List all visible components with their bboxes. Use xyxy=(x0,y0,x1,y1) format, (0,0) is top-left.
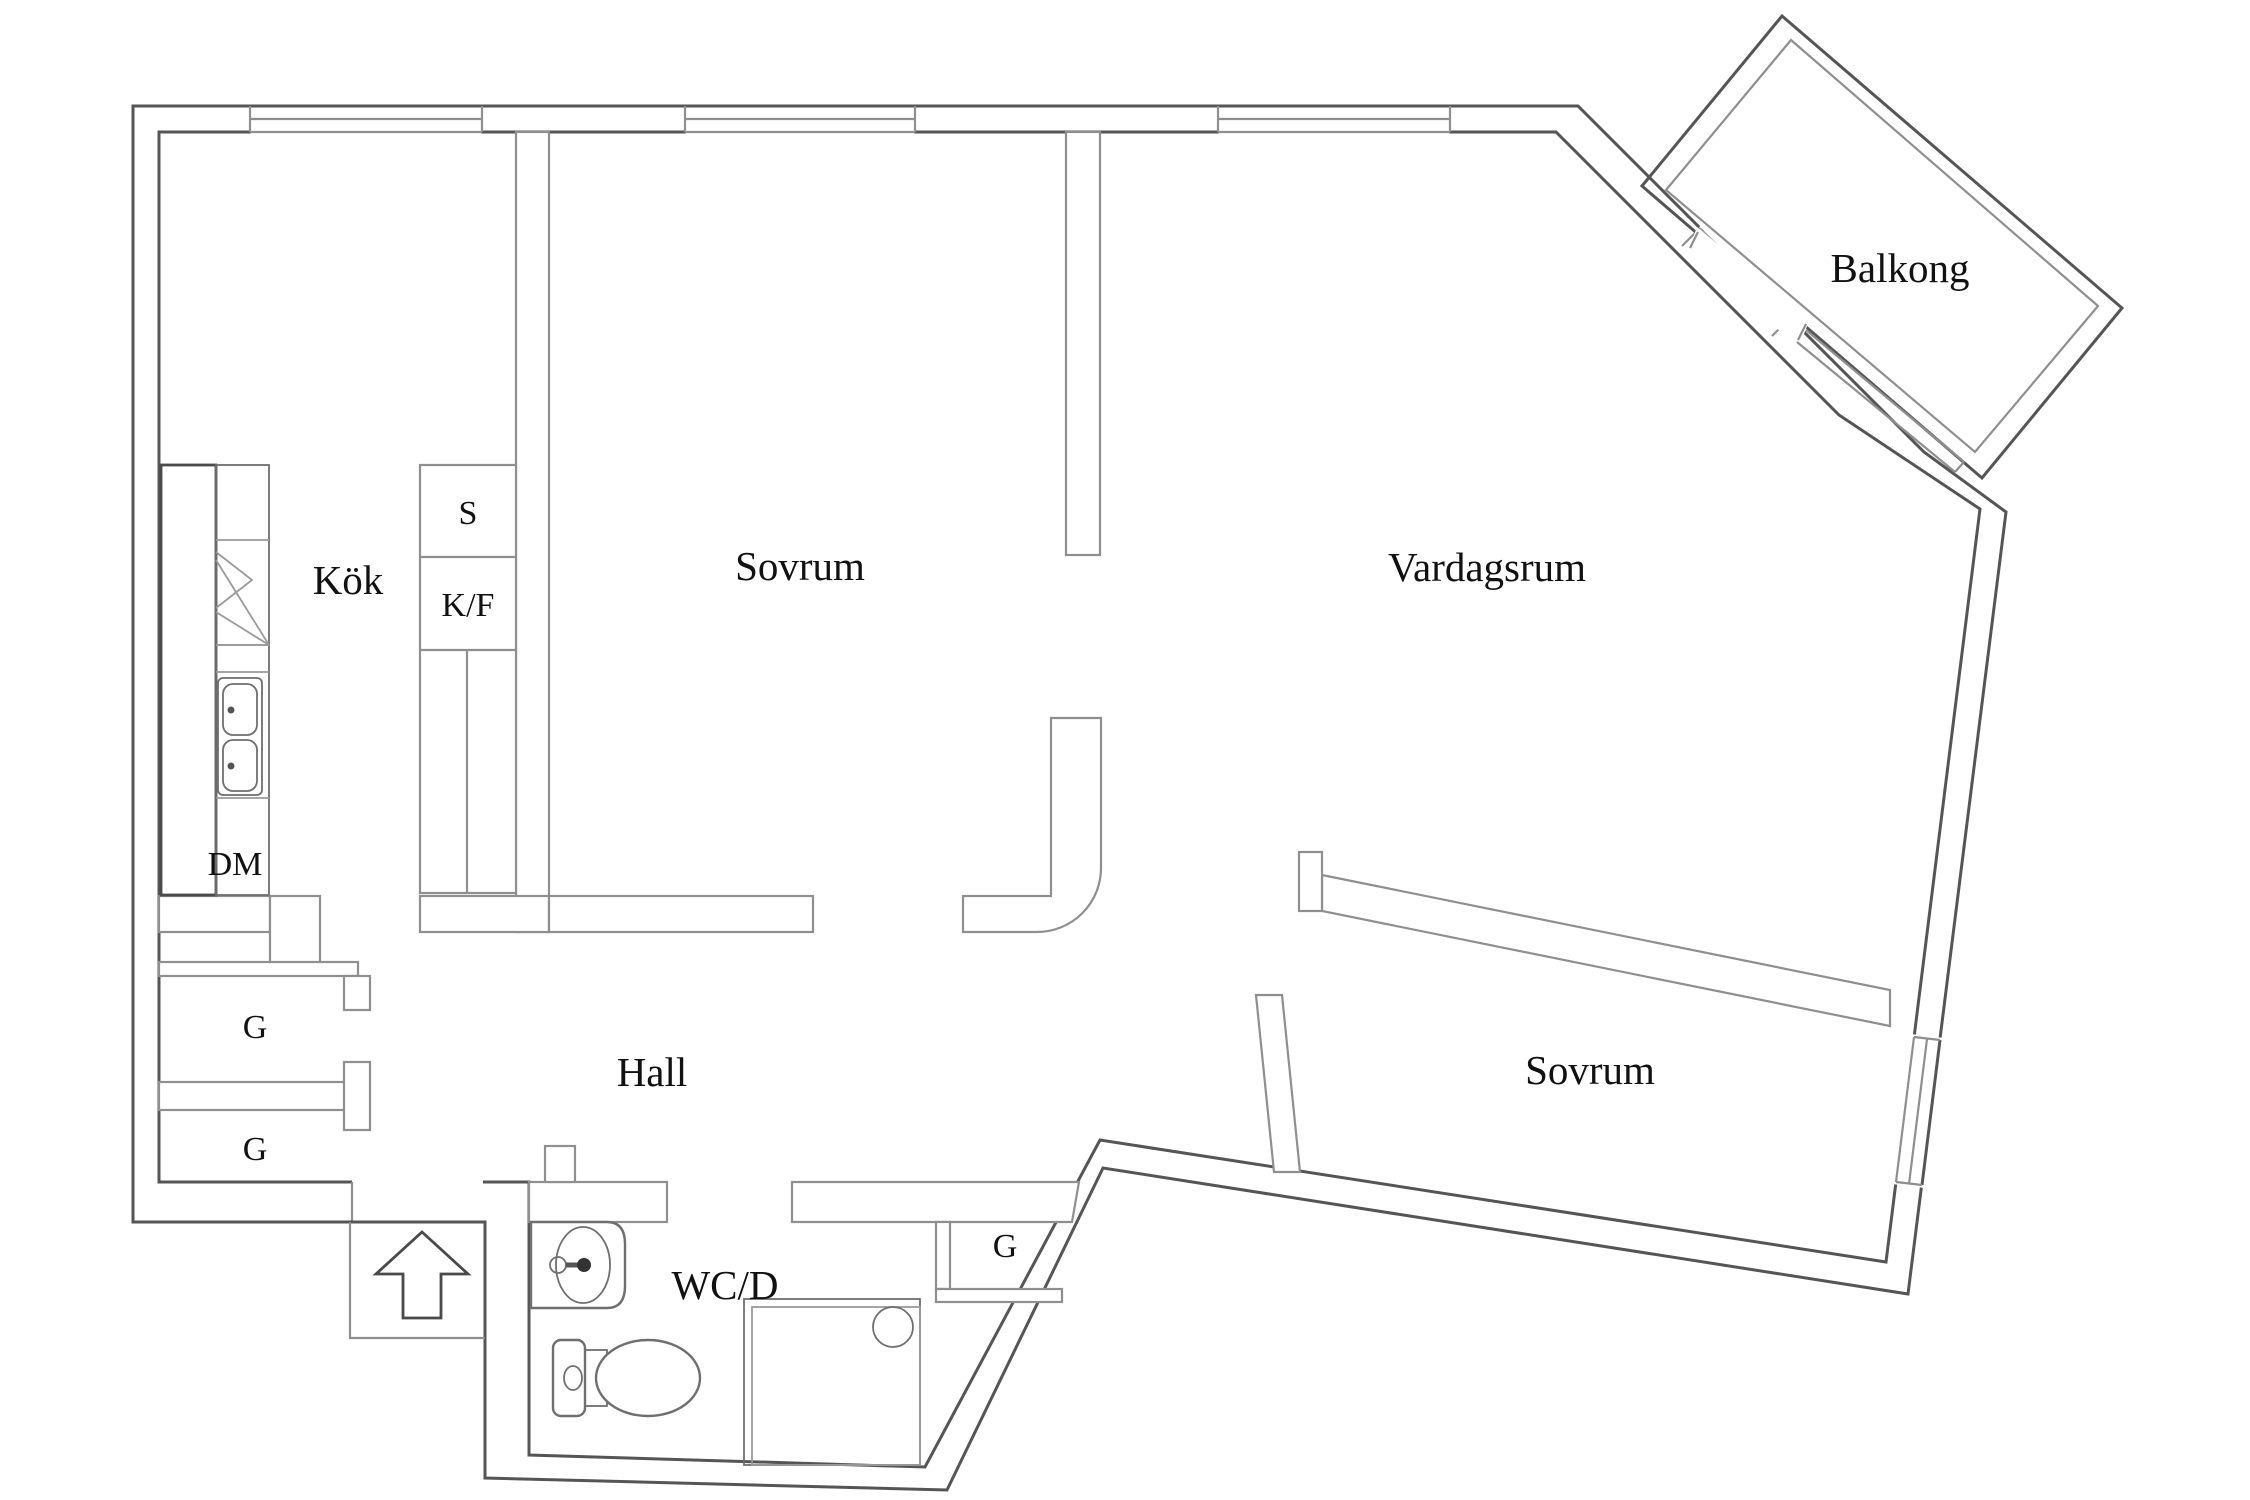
bathroom-fixtures xyxy=(529,1220,921,1466)
room-label-bedroom-bottom: Sovrum xyxy=(1525,1047,1655,1093)
room-label-bedroom-top: Sovrum xyxy=(735,543,865,589)
room-labels: Kök S K/F Sovrum Vardagsrum Balkong DM G… xyxy=(208,245,1970,1308)
balcony-outer-wall xyxy=(1639,13,2125,481)
cabinet-block xyxy=(418,463,518,895)
room-label-hall: Hall xyxy=(617,1049,688,1095)
label-closet-3: G xyxy=(993,1228,1018,1265)
label-fridge-freezer: K/F xyxy=(442,587,495,624)
balcony-railing-window xyxy=(1796,329,1965,473)
closet-walls-bath xyxy=(934,1220,1064,1304)
wall-hall-curved xyxy=(961,716,1103,934)
wall-bedroom-living xyxy=(1064,130,1102,557)
wall-wc-jamb xyxy=(543,1144,577,1184)
window-bedroom-top xyxy=(683,103,917,135)
label-cleaning-cabinet: S xyxy=(459,495,478,532)
wall-kitchen-south-left xyxy=(157,894,272,934)
label-dishwasher: DM xyxy=(208,846,263,883)
closet-walls-left xyxy=(157,960,372,1132)
wall-hall-south-right xyxy=(790,1180,1081,1224)
room-label-bathroom: WC/D xyxy=(671,1262,778,1308)
kitchen-fixtures xyxy=(159,463,270,897)
window-bedroom-bottom xyxy=(1892,1034,1944,1188)
interior-walls xyxy=(157,130,1892,1304)
entrance-vestibule xyxy=(348,1222,485,1340)
label-closet-2: G xyxy=(243,1131,268,1168)
toilet-icon xyxy=(551,1338,702,1418)
balcony-walls xyxy=(1639,13,2125,481)
entrance xyxy=(348,1179,485,1340)
room-label-living-room: Vardagsrum xyxy=(1388,544,1586,590)
room-label-balcony: Balkong xyxy=(1831,245,1970,291)
wall-kitchen-bedroom xyxy=(514,130,551,934)
wall-bedroom-top-south xyxy=(547,894,815,934)
bathroom-sink-icon xyxy=(529,1220,627,1310)
window-kitchen xyxy=(248,103,484,135)
window-living-room xyxy=(1216,103,1452,135)
stove-icon xyxy=(215,551,270,646)
shower-icon xyxy=(743,1298,921,1466)
balcony-inner-wall xyxy=(1664,38,2100,454)
label-closet-1: G xyxy=(243,1009,268,1046)
wall-bedroom-bottom-north xyxy=(1320,873,1892,1028)
entrance-arrow-icon xyxy=(372,1230,472,1320)
kitchen-sink-icon xyxy=(217,677,263,796)
wall-hall-south-left xyxy=(527,1180,669,1224)
wall-bedroom-bottom-jamb xyxy=(1297,850,1324,913)
wall-kitchen-south-right xyxy=(418,894,551,934)
kitchen-counter-icon xyxy=(159,463,218,897)
room-label-kitchen: Kök xyxy=(313,557,384,603)
wall-bedroom-bottom-west xyxy=(1254,993,1302,1174)
